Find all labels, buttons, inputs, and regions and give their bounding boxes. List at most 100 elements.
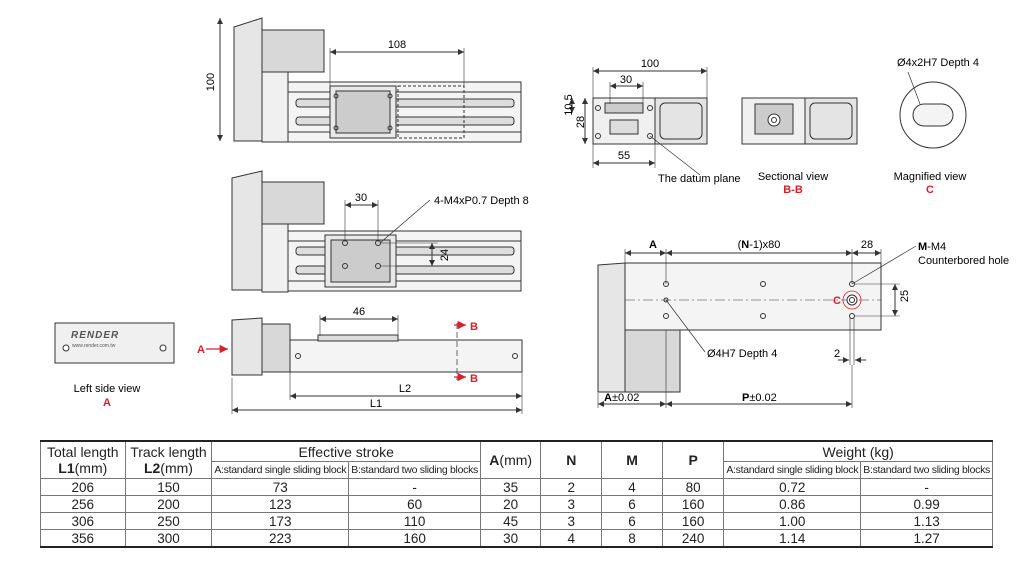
- mid-view: [231, 170, 522, 293]
- cell-stroke-a: 223: [211, 529, 350, 548]
- cell-weight-a: 0.86: [723, 495, 862, 513]
- cell-weight-b: -: [860, 478, 993, 496]
- cell-stroke-a: 73: [211, 478, 350, 496]
- magnified-view-caption: Magnified view: [894, 171, 967, 183]
- sectional-view: [741, 97, 858, 145]
- dim-55: 55: [618, 150, 630, 162]
- cell-p: 160: [661, 495, 725, 513]
- cell-p: 240: [661, 529, 725, 548]
- cell-track-length: 300: [124, 529, 213, 548]
- cell-a: 45: [479, 512, 542, 530]
- header-weight-a: A:standard single sliding block: [723, 461, 862, 479]
- table-row: 256 200 123 60 20 3 6 160 0.86 0.99: [40, 495, 993, 513]
- cell-weight-a: 1.14: [723, 529, 862, 548]
- cell-stroke-b: 160: [348, 529, 481, 548]
- cell-p: 160: [661, 512, 725, 530]
- header-weight: Weight (kg): [723, 440, 993, 462]
- header-total-length-unit: L1(mm): [58, 460, 108, 476]
- header-stroke-a: A:standard single sliding block: [211, 461, 350, 479]
- header-total-length: Total length L1(mm): [40, 440, 126, 479]
- detail-mark-c: C: [833, 295, 841, 307]
- cell-stroke-a: 123: [211, 495, 350, 513]
- cell-track-length: 200: [124, 495, 213, 513]
- datum-plane-label: The datum plane: [658, 173, 741, 185]
- dim-pitch: (N-1)x80: [738, 239, 781, 251]
- hole-callout-2: Counterbored hole: [918, 255, 1009, 267]
- header-row-1: Total length L1(mm) Track length L2(mm) …: [40, 440, 993, 479]
- left-view-caption: Left side view: [74, 383, 141, 395]
- hole-callout: M-M4: [918, 241, 946, 253]
- dim-24: 24: [439, 249, 451, 261]
- cell-n: 3: [540, 512, 603, 530]
- pin-hole-callout: Ø4x2H7 Depth 4: [897, 57, 979, 69]
- base-view: [597, 245, 917, 408]
- dim-28-base: 28: [861, 239, 873, 251]
- dim-100-vertical: 100: [205, 73, 217, 91]
- section-mark-top: B: [470, 321, 478, 333]
- header-effective-stroke: Effective stroke: [211, 440, 481, 462]
- section-mark-bottom: B: [470, 373, 478, 385]
- dim-108: 108: [388, 39, 406, 51]
- cell-n: 3: [540, 495, 603, 513]
- cell-track-length: 250: [124, 512, 213, 530]
- cell-weight-b: 1.13: [860, 512, 993, 530]
- dim-100-end: 100: [641, 58, 659, 70]
- cell-stroke-b: -: [348, 478, 481, 496]
- cell-m: 4: [601, 478, 663, 496]
- magnified-view: [899, 71, 967, 149]
- cell-track-length: 150: [124, 478, 213, 496]
- left-side-view: [54, 322, 175, 364]
- cell-m: 6: [601, 495, 663, 513]
- table-row: 306 250 173 110 45 3 6 160 1.00 1.13: [40, 512, 993, 530]
- top-view: [217, 17, 522, 143]
- cell-weight-a: 0.72: [723, 478, 862, 496]
- brand-url: www.render.com.tw: [72, 343, 116, 349]
- header-track-length-label: Track length: [130, 444, 207, 460]
- table-row: 206 150 73 - 35 2 4 80 0.72 -: [40, 478, 993, 496]
- dim-25: 25: [899, 290, 911, 302]
- cell-a: 30: [479, 529, 542, 548]
- dim-l1: L1: [370, 398, 382, 410]
- dim-46: 46: [353, 306, 365, 318]
- pin-callout: Ø4H7 Depth 4: [707, 348, 777, 360]
- cell-weight-a: 1.00: [723, 512, 862, 530]
- sectional-view-letter: B-B: [783, 184, 803, 196]
- dim-30-end: 30: [620, 74, 632, 86]
- cell-total-length: 206: [40, 478, 126, 496]
- cell-stroke-b: 60: [348, 495, 481, 513]
- cell-total-length: 356: [40, 529, 126, 548]
- dim-2: 2: [834, 348, 840, 360]
- header-a-mm: A(mm): [479, 440, 542, 479]
- header-track-length-unit: L2(mm): [143, 460, 193, 476]
- header-track-length: Track length L2(mm): [124, 440, 213, 479]
- side-view: [231, 315, 523, 414]
- arrow-mark-a: A: [197, 344, 205, 356]
- header-row-2: A:standard single sliding block B:standa…: [41, 461, 993, 479]
- brand-logo: RENDER: [71, 330, 119, 341]
- header-n: N: [540, 440, 603, 479]
- cell-p: 80: [661, 478, 725, 496]
- sectional-view-caption: Sectional view: [758, 171, 828, 183]
- cell-total-length: 256: [40, 495, 126, 513]
- tol-p: P±0.02: [742, 392, 777, 404]
- magnified-view-letter: C: [926, 184, 934, 196]
- spec-table: Total length L1(mm) Track length L2(mm) …: [40, 440, 993, 548]
- header-weight-b: B:standard two sliding blocks: [860, 461, 993, 479]
- cell-n: 2: [540, 478, 603, 496]
- dim-30-mid: 30: [355, 192, 367, 204]
- cell-m: 8: [601, 529, 663, 548]
- technical-drawing: 108 100 30 24 4-M4xP0.7 Depth 8: [54, 17, 1009, 414]
- end-view: [569, 67, 708, 176]
- thread-callout: 4-M4xP0.7 Depth 8: [434, 195, 529, 207]
- dim-a-base: A: [649, 239, 657, 251]
- cell-weight-b: 0.99: [860, 495, 993, 513]
- cell-a: 20: [479, 495, 542, 513]
- cell-stroke-b: 110: [348, 512, 481, 530]
- header-p: P: [661, 440, 725, 479]
- header-total-length-label: Total length: [46, 444, 119, 460]
- tol-a: A±0.02: [604, 392, 639, 404]
- cell-total-length: 306: [40, 512, 126, 530]
- dim-28-end: 28: [575, 116, 587, 128]
- dim-10-5: 10.5: [563, 94, 575, 115]
- table-row: 356 300 223 160 30 4 8 240 1.14 1.27: [40, 529, 993, 548]
